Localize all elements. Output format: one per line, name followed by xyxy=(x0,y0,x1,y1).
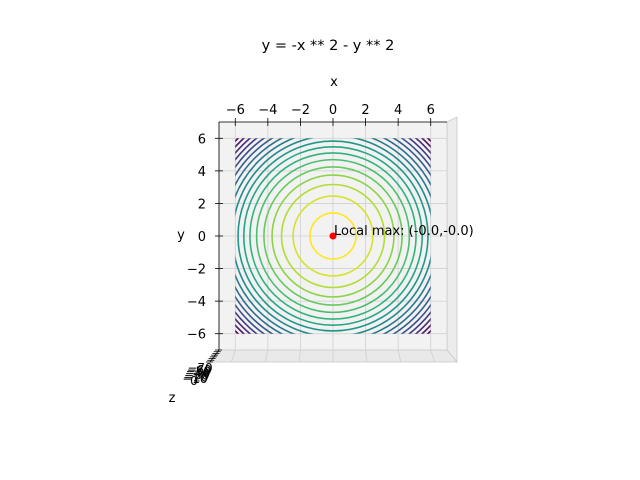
x-tick-label: 4 xyxy=(394,103,402,118)
chart-title: y = -x ** 2 - y ** 2 xyxy=(262,38,395,54)
z-tick-label: −20 xyxy=(183,370,208,384)
z-tick-label: −40 xyxy=(185,367,210,381)
contour-line xyxy=(263,166,403,306)
right-pane xyxy=(446,116,458,364)
x-tick-label: 0 xyxy=(329,103,337,118)
floor-grid-line xyxy=(397,349,402,363)
y-axis-label: y xyxy=(177,228,185,243)
contour-line xyxy=(249,152,417,320)
floor-grid-line xyxy=(298,349,301,363)
y-tick-label: 6 xyxy=(198,132,206,147)
x-tick-label: −6 xyxy=(226,103,245,118)
x-tick-label: −4 xyxy=(258,103,277,118)
local-max-label: Local max: (-0.0,-0.0) xyxy=(334,224,474,239)
z-tick-label: −70 xyxy=(187,361,212,375)
z-tick-label: −10 xyxy=(182,372,207,386)
z-tick-label: −50 xyxy=(186,365,211,379)
z-axis-label: z xyxy=(169,391,176,406)
y-tick-label: 4 xyxy=(198,165,206,180)
x-tick-label: 6 xyxy=(427,103,435,118)
floor-grid-line xyxy=(365,349,368,363)
local-max-marker xyxy=(329,232,337,240)
y-tick-label: 2 xyxy=(198,197,206,212)
contour-line xyxy=(280,183,386,289)
floor-pane xyxy=(209,349,458,363)
x-axis-label: x xyxy=(330,75,338,90)
x-tick-label: −2 xyxy=(291,103,310,118)
z-tick-label: −30 xyxy=(184,368,209,382)
contour-line xyxy=(271,174,395,298)
floor-grid-lines xyxy=(230,349,436,363)
y-tick-label: 0 xyxy=(198,230,206,245)
floor-grid-line xyxy=(430,349,436,363)
floor-grid-line xyxy=(230,349,236,363)
y-tick-label: −4 xyxy=(187,295,206,310)
contour-line xyxy=(292,195,374,277)
z-tick-label: 0 xyxy=(190,374,198,388)
x-tick-label: 2 xyxy=(361,103,369,118)
z-tick-label: −60 xyxy=(186,363,211,377)
contour-line xyxy=(242,145,424,327)
floor-grid-line xyxy=(264,349,269,363)
y-ticks: −6 −4 −2 0 2 4 6 xyxy=(187,132,223,343)
y-tick-label: −2 xyxy=(187,263,206,278)
contour-line xyxy=(255,158,411,314)
contour-line xyxy=(309,212,357,260)
z-ticks: −70−60−50−40−30−20−100 xyxy=(182,349,222,388)
x-ticks: −6 −4 −2 0 2 4 6 xyxy=(226,103,435,126)
contour-lines xyxy=(235,138,431,334)
y-tick-label: −6 xyxy=(187,328,206,343)
contour-line xyxy=(237,140,429,332)
